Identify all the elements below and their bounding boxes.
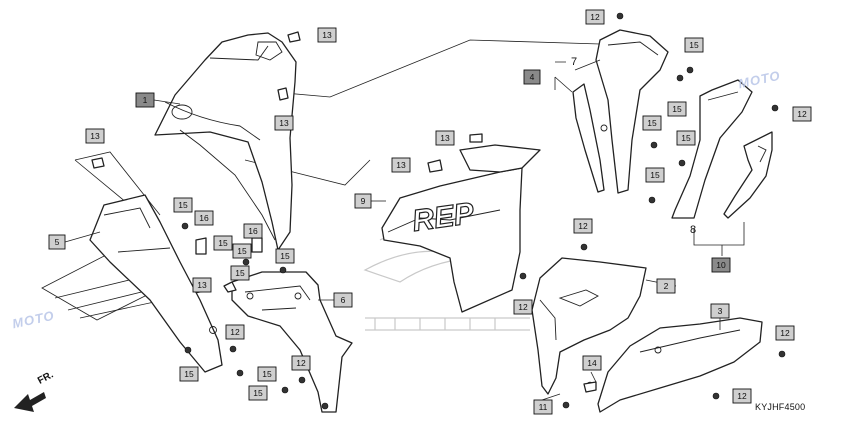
callout-15-f: 15 (173, 197, 193, 213)
callout-10: 10 (711, 257, 731, 273)
svg-text:12: 12 (797, 109, 807, 119)
callout-9: 9 (354, 193, 372, 209)
svg-text:15: 15 (672, 104, 682, 114)
svg-text:15: 15 (647, 118, 657, 128)
callout-15-h: 15 (232, 243, 252, 259)
callout-15-j: 15 (275, 248, 295, 264)
right-middle-panel-part (671, 79, 753, 219)
svg-text:11: 11 (539, 402, 548, 412)
lower-side-panel-part (531, 257, 647, 395)
callout-11: 11 (533, 399, 553, 415)
svg-text:15: 15 (235, 268, 245, 278)
svg-text:16: 16 (199, 213, 209, 223)
right-upper-panel-part (595, 29, 669, 194)
svg-text:15: 15 (184, 369, 194, 379)
svg-text:12: 12 (296, 358, 306, 368)
callout-16-a: 16 (194, 210, 214, 226)
svg-text:12: 12 (518, 302, 528, 312)
callout-15-b: 15 (667, 101, 687, 117)
svg-text:12: 12 (578, 221, 588, 231)
callout-15-i: 15 (230, 265, 250, 281)
svg-text:15: 15 (650, 170, 660, 180)
svg-text:15: 15 (237, 246, 247, 256)
decal-sticker-part (381, 144, 541, 313)
svg-text:15: 15 (262, 369, 272, 379)
callout-15-l: 15 (257, 366, 277, 382)
svg-text:3: 3 (718, 306, 723, 316)
upper-cowl-part (154, 32, 297, 251)
svg-text:10: 10 (716, 260, 726, 270)
callout-15-e: 15 (645, 167, 665, 183)
callout-5: 5 (48, 234, 66, 250)
callout-13-b: 13 (274, 115, 294, 131)
callout-12-b: 12 (792, 106, 812, 122)
svg-text:15: 15 (689, 40, 699, 50)
callout-15-m: 15 (248, 385, 268, 401)
callout-1: 1 (135, 92, 155, 108)
inner-panel-part (231, 271, 353, 413)
callout-3: 3 (710, 303, 730, 319)
svg-text:15: 15 (681, 133, 691, 143)
svg-text:8: 8 (690, 224, 696, 236)
callout-15-g: 15 (213, 235, 233, 251)
callout-15-a: 15 (684, 37, 704, 53)
callout-8: 8 (690, 224, 696, 236)
svg-text:5: 5 (55, 237, 60, 247)
callout-labels: 4 7 8 10 1 2 3 5 6 9 11 14 16 16 13 13 1… (48, 9, 812, 415)
svg-text:7: 7 (571, 56, 577, 68)
left-side-fairing-part (89, 194, 223, 373)
svg-text:13: 13 (396, 160, 406, 170)
svg-text:13: 13 (90, 131, 100, 141)
svg-text:15: 15 (218, 238, 228, 248)
svg-text:12: 12 (590, 12, 600, 22)
svg-text:12: 12 (230, 327, 240, 337)
callout-15-c: 15 (642, 115, 662, 131)
svg-text:15: 15 (253, 388, 263, 398)
callout-13-a: 13 (317, 27, 337, 43)
svg-text:6: 6 (341, 295, 346, 305)
callout-12-f: 12 (732, 388, 752, 404)
callout-12-h: 12 (291, 355, 311, 371)
callout-15-k: 15 (179, 366, 199, 382)
svg-text:13: 13 (279, 118, 289, 128)
callout-12-d: 12 (513, 299, 533, 315)
under-cowl-part (597, 317, 763, 413)
callout-12-e: 12 (775, 325, 795, 341)
svg-text:1: 1 (143, 95, 148, 105)
front-direction-arrow (14, 392, 46, 412)
callout-13-c: 13 (85, 128, 105, 144)
callout-13-f: 13 (192, 277, 212, 293)
callout-12-a: 12 (585, 9, 605, 25)
svg-text:13: 13 (197, 280, 207, 290)
callout-14: 14 (582, 355, 602, 371)
svg-text:12: 12 (780, 328, 790, 338)
svg-text:15: 15 (178, 200, 188, 210)
svg-text:16: 16 (248, 226, 258, 236)
callout-13-d: 13 (435, 130, 455, 146)
callout-12-g: 12 (225, 324, 245, 340)
callout-15-d: 15 (676, 130, 696, 146)
upper-decal-part (572, 83, 605, 193)
svg-text:13: 13 (440, 133, 450, 143)
callout-7: 7 (571, 56, 577, 68)
svg-text:14: 14 (587, 358, 597, 368)
callout-13-e: 13 (391, 157, 411, 173)
callout-6: 6 (333, 292, 353, 308)
svg-text:2: 2 (664, 281, 669, 291)
svg-text:15: 15 (280, 251, 290, 261)
svg-text:4: 4 (530, 72, 535, 82)
diagram-code: KYJHF4500 (755, 402, 806, 412)
callout-12-c: 12 (573, 218, 593, 234)
callout-4: 4 (523, 69, 541, 85)
side-decal-part (723, 131, 773, 219)
callout-leaders (64, 59, 745, 401)
callout-16-b: 16 (243, 223, 263, 239)
fasteners (91, 12, 786, 410)
svg-text:9: 9 (361, 196, 366, 206)
svg-text:13: 13 (322, 30, 332, 40)
callout-2: 2 (656, 278, 676, 294)
svg-text:12: 12 (737, 391, 747, 401)
